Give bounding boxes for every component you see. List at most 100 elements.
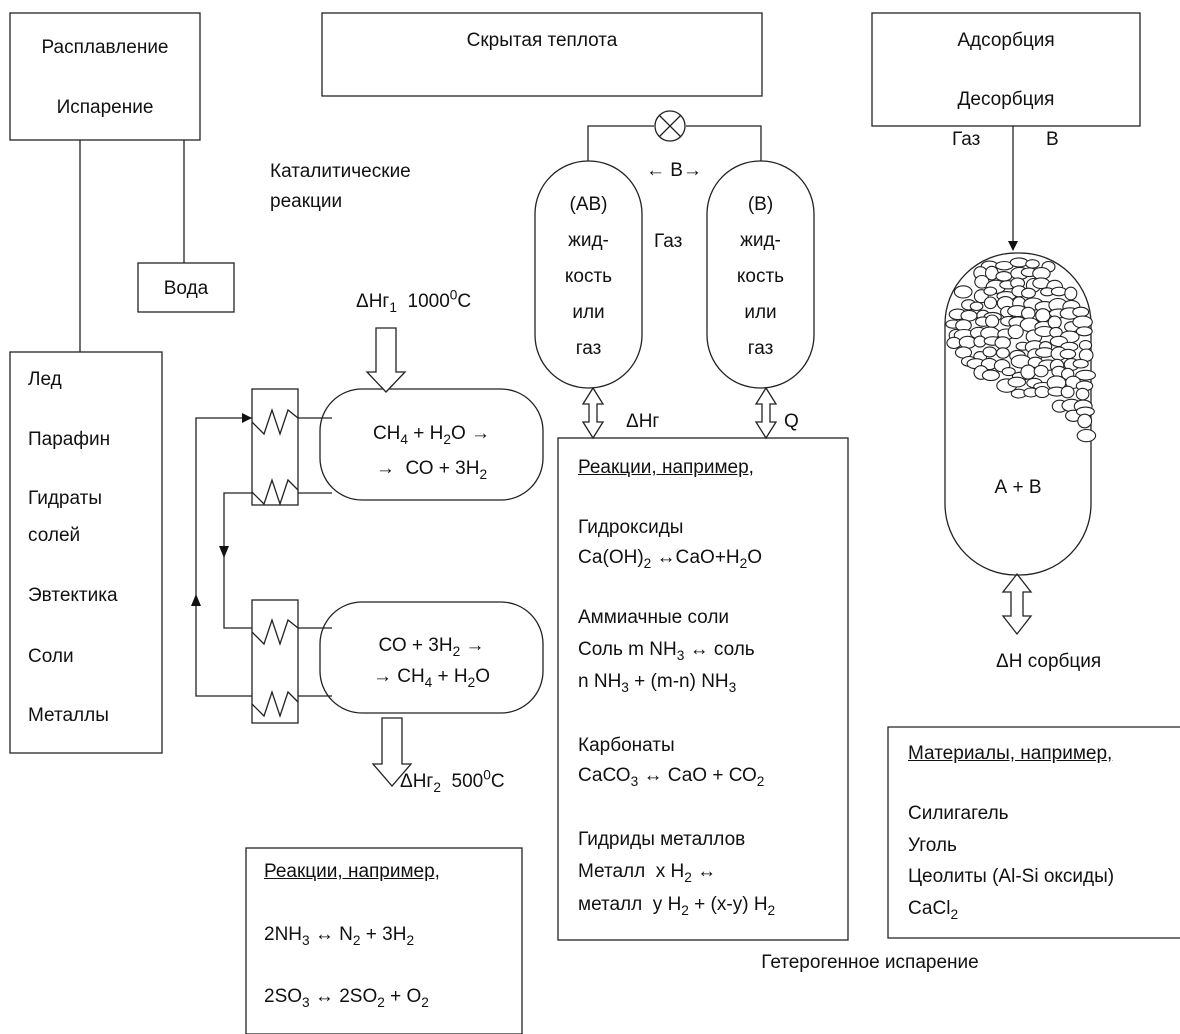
pellet: [1072, 358, 1089, 369]
example-reaction-1: 2NН3 ↔ N2 + 3Н2: [264, 924, 415, 948]
sorption-material-zeolites: Цеолиты (Al-Si оксиды): [908, 866, 1115, 887]
material-hydrates-1: Гидраты: [28, 488, 102, 509]
pellet: [1033, 364, 1049, 378]
material-metals: Металлы: [28, 705, 109, 726]
pellet: [1021, 306, 1036, 320]
carbonates-reaction: СаСО3 ↔ СаО + СО2: [578, 765, 765, 789]
pellet: [995, 347, 1010, 359]
catalytic-title-2: реакции: [270, 191, 343, 212]
example-reaction-2: 2SО3 ↔ 2SО2 + О2: [264, 986, 429, 1010]
water-box: [137, 262, 235, 313]
pellet: [953, 285, 973, 299]
vessel-b-text: (В) жид- кость или газ: [736, 194, 785, 359]
material-ice: Лед: [28, 369, 62, 390]
hetero-dh-label: ΔНг: [626, 411, 660, 432]
pellet: [1075, 369, 1096, 381]
hetero-reactions-box: [557, 437, 849, 941]
group-ammonia-salts: Аммиачные соли: [578, 607, 730, 628]
pellet: [1060, 385, 1075, 399]
pellet: [1034, 385, 1050, 399]
valve-icon: [654, 110, 686, 142]
pellet: [1047, 315, 1062, 330]
pellet: [1020, 364, 1036, 380]
reactor-1-line-2: → СО + 3Н2: [375, 458, 488, 482]
pellet: [995, 271, 1013, 282]
sorption-materials-box: [887, 726, 1180, 939]
pellet: [1072, 306, 1090, 318]
reactor-2-line-2: → СН4 + Н2О: [372, 666, 491, 690]
adsorption-line-1: Адсорбция: [957, 30, 1055, 51]
reactor-2-line-1: СО + 3Н2 →: [378, 635, 485, 659]
group-hydroxides: Гидроксиды: [578, 517, 684, 538]
pellet: [1035, 308, 1051, 323]
phase-change-line-1: Расплавление: [41, 37, 169, 58]
pellet: [1007, 376, 1027, 388]
b-exchange-label: ← В→: [646, 160, 702, 181]
adsorption-b-label: В: [1046, 129, 1059, 150]
hydroxides-reaction: Са(ОН)2 ↔СаО+Н2О: [578, 547, 763, 571]
dh-out-label: ΔНг2 5000С: [400, 767, 505, 795]
sorption-vessel-label: А + В: [994, 477, 1042, 498]
ammonia-reaction-2: n NН3 + (m-n) NН3: [578, 671, 737, 695]
latent-heat-title: Скрытая теплота: [466, 30, 618, 51]
pellet: [1076, 428, 1097, 443]
sorption-material-coal: Уголь: [908, 835, 957, 856]
vessel-ab-text: (АВ) жид- кость или газ: [564, 194, 613, 359]
pellet: [1059, 348, 1077, 360]
reactor-1-line-1: СН4 + Н2О →: [372, 423, 491, 447]
heat-in-arrow: [365, 327, 407, 393]
hetero-reactions-title: Реакции, например,: [578, 457, 754, 478]
sorption-materials-title: Материалы, например,: [908, 743, 1113, 764]
pellet: [1025, 259, 1040, 269]
pellet: [1021, 287, 1036, 299]
hetero-caption: Гетерогенное испарение: [761, 952, 979, 973]
pellet: [981, 369, 1000, 382]
dh-in-label: ΔНг1 10000С: [356, 287, 472, 315]
pellet: [994, 336, 1011, 350]
heat-exchanger-2: [251, 599, 299, 724]
phase-change-box: [9, 12, 201, 141]
pellet: [985, 314, 1000, 328]
pellet: [1001, 367, 1016, 377]
pellet: [1075, 326, 1093, 337]
pellet: [983, 286, 998, 296]
double-arrow-left: [581, 386, 605, 440]
materials-box: [9, 351, 163, 754]
double-arrow-right: [754, 386, 778, 440]
group-carbonates: Карбонаты: [578, 735, 675, 756]
pellet: [1064, 286, 1078, 301]
adsorbent-pellets: [945, 257, 1097, 443]
catalytic-title-1: Каталитические: [270, 161, 411, 182]
material-salts: Соли: [28, 646, 74, 667]
reactor-2: [319, 601, 544, 714]
double-arrow-sorption: [1001, 572, 1033, 636]
pellet: [1007, 324, 1024, 340]
pellet: [1072, 315, 1093, 329]
group-metal-hydrides: Гидриды металлов: [578, 829, 746, 850]
water-label: Вода: [163, 278, 209, 299]
phase-change-line-2: Испарение: [56, 97, 154, 118]
hetero-gas-label: Газ: [654, 231, 683, 252]
pellet: [983, 296, 998, 310]
sorption-material-cacl2: СаCl2: [908, 898, 959, 922]
ammonia-reaction-1: Соль m NН3 ↔ соль: [578, 639, 755, 663]
heat-out-arrow: [371, 717, 413, 787]
reactor-1: [319, 388, 544, 501]
pellet: [982, 346, 997, 358]
examples-title: Реакции, например,: [264, 861, 440, 882]
pellet: [1009, 257, 1029, 268]
pellet: [1077, 413, 1093, 429]
hydrides-reaction-2: металл y Н2 + (x-y) Н2: [578, 894, 776, 918]
adsorption-line-2: Десорбция: [957, 89, 1055, 110]
pellet: [1075, 387, 1090, 401]
examples-box: [245, 847, 523, 1034]
latent-heat-box: [321, 12, 763, 97]
adsorption-gas-label: Газ: [952, 129, 981, 150]
sorption-dh-label: ΔН сорбция: [996, 651, 1102, 672]
pellet: [969, 301, 984, 312]
adsorption-box: [871, 12, 1141, 127]
heat-exchanger-1: [251, 388, 299, 506]
material-eutectic: Эвтектика: [28, 585, 118, 606]
sorption-material-silica: Силигагель: [908, 803, 1009, 824]
